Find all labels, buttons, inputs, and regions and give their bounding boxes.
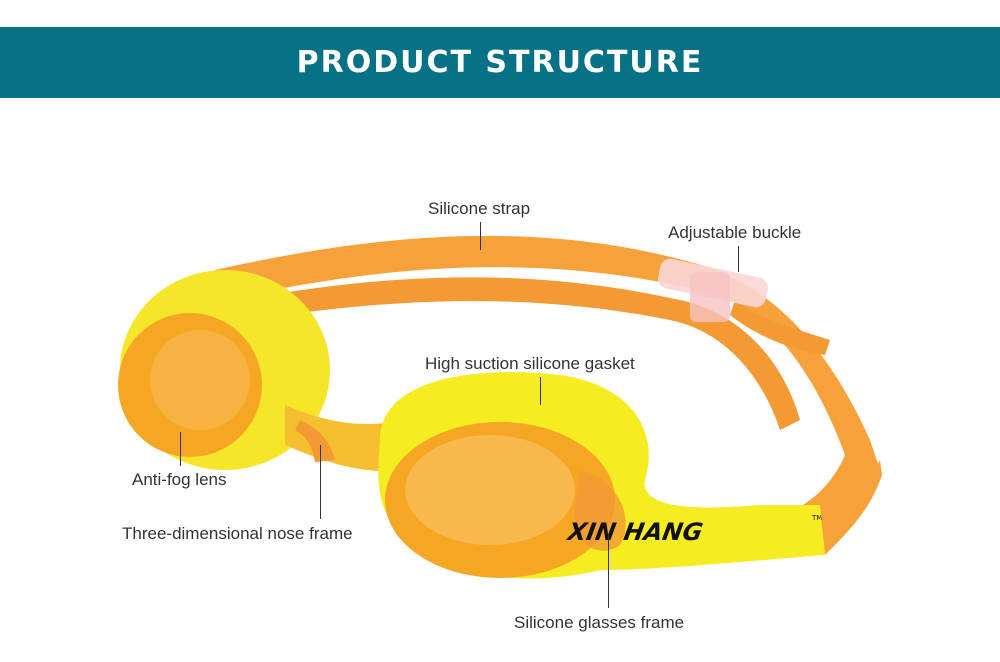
callout-line xyxy=(180,432,181,466)
callout-adjustable-buckle: Adjustable buckle xyxy=(668,223,802,242)
callout-gasket: High suction silicone gasket xyxy=(425,354,635,373)
page-title: PRODUCT STRUCTURE xyxy=(296,45,704,80)
callout-glasses-frame: Silicone glasses frame xyxy=(514,613,685,632)
callout-nose-frame: Three-dimensional nose frame xyxy=(122,524,353,543)
strap-tail xyxy=(730,300,830,355)
callout-anti-fog-lens: Anti-fog lens xyxy=(132,470,227,489)
callout-silicone-strap: Silicone strap xyxy=(428,199,531,218)
callout-line xyxy=(738,246,739,272)
header-banner: PRODUCT STRUCTURE xyxy=(0,27,1000,98)
svg-text:TM: TM xyxy=(811,514,822,522)
brand-logo: XIN HANG TM xyxy=(564,514,823,546)
callout-line xyxy=(608,535,609,608)
callout-line xyxy=(320,445,321,519)
adjustable-buckle xyxy=(657,258,769,322)
svg-text:XIN HANG: XIN HANG xyxy=(564,518,705,546)
callout-line xyxy=(480,222,481,250)
strap-back-2 xyxy=(240,277,800,430)
callout-line xyxy=(540,377,541,405)
